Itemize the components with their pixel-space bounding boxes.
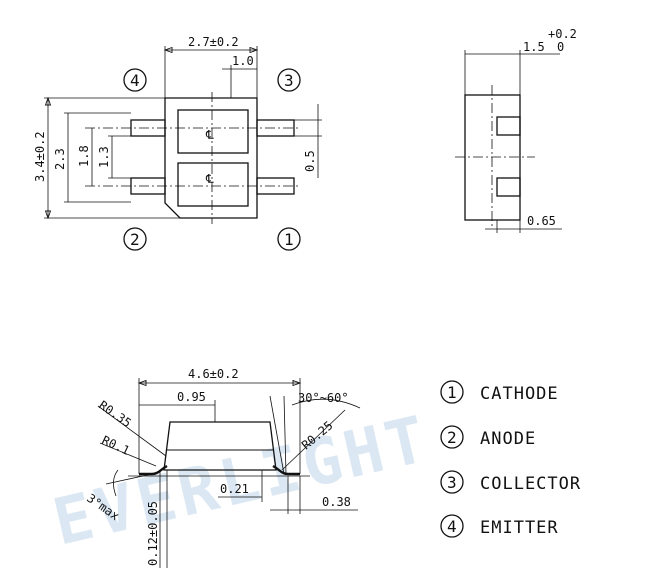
dim-height: 3.4±0.2 bbox=[33, 131, 47, 182]
svg-text:3: 3 bbox=[447, 473, 457, 492]
svg-text:3: 3 bbox=[284, 71, 294, 90]
svg-text:2: 2 bbox=[447, 428, 457, 447]
front-view-lead-left bbox=[139, 464, 168, 476]
pin-3-marker: 3 bbox=[277, 68, 301, 92]
dim-lead-thickness: 0.12±0.05 bbox=[146, 501, 160, 566]
dim-foot: 0.38 bbox=[322, 495, 351, 509]
pin-1-marker: 1 bbox=[277, 227, 301, 251]
svg-text:4: 4 bbox=[130, 71, 140, 90]
dim-body-width: 0.95 bbox=[177, 390, 206, 404]
dim-length: 4.6±0.2 bbox=[188, 367, 239, 381]
dim-h4: 1.3 bbox=[97, 146, 111, 168]
dim-lead-offset: 0.65 bbox=[527, 214, 556, 228]
svg-text:2: 2 bbox=[130, 230, 140, 249]
side-view-lead-upper bbox=[496, 116, 521, 136]
dim-r01: R0.1 bbox=[100, 433, 132, 458]
top-view-window-upper bbox=[177, 109, 249, 154]
dim-thickness: 1.5 bbox=[523, 40, 545, 54]
dim-h2: 2.3 bbox=[53, 148, 67, 170]
dim-tol-plus: +0.2 bbox=[548, 27, 577, 41]
side-view-lead-lower bbox=[496, 177, 521, 197]
top-view: ℄ ℄ 2.7±0.2 1.0 3.4±0.2 2.3 1.8 1.3 bbox=[33, 35, 322, 251]
dim-lead-width: 0.5 bbox=[303, 150, 317, 172]
dim-angle: 30°~60° bbox=[298, 391, 349, 405]
pin-4-marker: 4 bbox=[123, 68, 147, 92]
svg-text:1: 1 bbox=[284, 230, 294, 249]
side-view-body bbox=[464, 94, 521, 221]
front-view-body bbox=[163, 421, 277, 471]
svg-text:1: 1 bbox=[447, 383, 457, 402]
pin-2-marker: 2 bbox=[123, 227, 147, 251]
legend-item-cathode: 1 CATHODE bbox=[440, 380, 559, 404]
centerline-mark-upper: ℄ bbox=[205, 128, 214, 142]
centerline-mark-lower: ℄ bbox=[205, 172, 214, 186]
dim-r035: R0.35 bbox=[96, 398, 134, 430]
legend-item-anode: 2 ANODE bbox=[440, 425, 536, 449]
legend-item-emitter: 4 EMITTER bbox=[440, 514, 559, 538]
top-view-window-lower bbox=[177, 162, 249, 207]
dim-tol-minus: 0 bbox=[557, 40, 564, 54]
front-view-lead-right bbox=[272, 464, 300, 476]
dim-pitch-right: 1.0 bbox=[232, 54, 254, 68]
dim-lead-length: 0.21 bbox=[220, 482, 249, 496]
pin-legend: 1 CATHODE 2 ANODE 3 COLLECTOR 4 EMITTER bbox=[440, 380, 581, 538]
svg-text:COLLECTOR: COLLECTOR bbox=[480, 474, 581, 494]
top-view-body bbox=[164, 97, 258, 219]
dim-width: 2.7±0.2 bbox=[188, 35, 239, 49]
dim-h3: 1.8 bbox=[77, 145, 91, 167]
svg-text:EMITTER: EMITTER bbox=[480, 518, 559, 538]
svg-text:CATHODE: CATHODE bbox=[480, 384, 559, 404]
svg-text:4: 4 bbox=[447, 517, 457, 536]
svg-text:ANODE: ANODE bbox=[480, 429, 536, 449]
legend-item-collector: 3 COLLECTOR bbox=[440, 470, 581, 494]
side-view: 1.5 +0.2 0 0.65 bbox=[455, 27, 577, 233]
